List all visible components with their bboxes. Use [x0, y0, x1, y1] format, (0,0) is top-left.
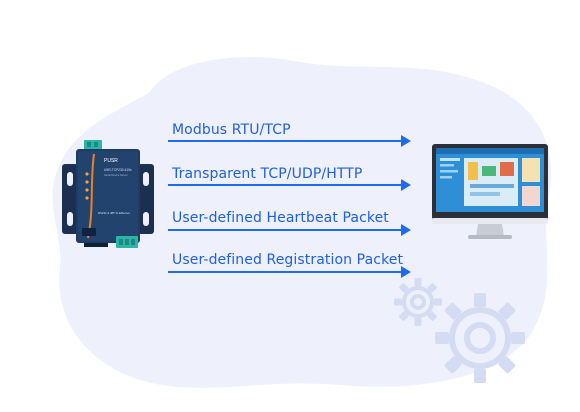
arrow-registration [168, 271, 402, 273]
arrow-modbus [168, 140, 402, 142]
protocol-label-registration: User-defined Registration Packet [172, 252, 403, 268]
arrow-transparent [168, 184, 402, 186]
status-led [85, 188, 88, 191]
protocol-label-transparent: Transparent TCP/UDP/HTTP [172, 166, 362, 182]
top-terminal-block [84, 140, 102, 150]
gear-icon [432, 290, 528, 386]
protocol-label-heartbeat: User-defined Heartbeat Packet [172, 210, 389, 226]
protocol-label-modbus: Modbus RTU/TCP [172, 122, 291, 138]
status-led [85, 172, 88, 175]
status-led [85, 196, 88, 199]
device-brand: PUSR [104, 158, 118, 164]
arrow-heartbeat [168, 229, 402, 231]
device-bottom-text: RS232 & 485 To Ethernet [98, 211, 130, 215]
device-model: USR-TCP232-410s [104, 168, 132, 172]
device-subtitle: Serial Device Server [104, 173, 128, 177]
serial-device-server: PUSR USR-TCP232-410s Serial Device Serve… [60, 138, 156, 258]
monitor-stand [476, 224, 504, 236]
ethernet-port [82, 228, 96, 236]
monitor-icon [430, 142, 550, 242]
status-led [85, 180, 88, 183]
